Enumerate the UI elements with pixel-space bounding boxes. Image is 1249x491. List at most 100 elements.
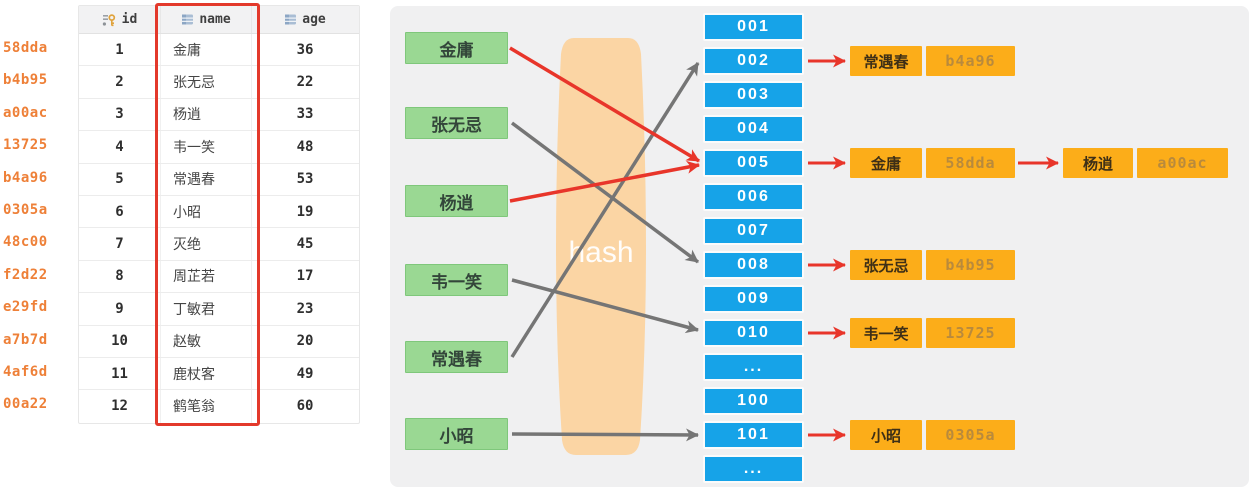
cell-age: 19 (296, 203, 314, 220)
cell-id: 12 (79, 390, 161, 423)
entry-hash: 58dda (926, 148, 1015, 178)
input-name-box: 小昭 (405, 418, 508, 450)
cell-id: 9 (79, 293, 161, 325)
cell-age: 36 (296, 41, 314, 58)
cell-id: 2 (79, 66, 161, 98)
table-header: id name (79, 6, 359, 34)
cell-id: 11 (79, 357, 161, 390)
column-header-label: age (302, 12, 326, 27)
table-row: 4 韦一笑 48 (79, 131, 359, 164)
cell-id: 3 (79, 98, 161, 131)
table-row: 1 金庸 36 (79, 34, 359, 67)
input-name-box: 韦一笑 (405, 264, 508, 296)
row-hash-value: e29fd (3, 299, 48, 315)
table-row: 11 鹿杖客 49 (79, 357, 359, 391)
hash-bucket: 006 (703, 183, 804, 211)
cell-name: 鹤笔翁 (161, 390, 252, 423)
row-hash-value: 4af6d (3, 364, 48, 380)
entry-hash: a00ac (1137, 148, 1228, 178)
entry-name: 常遇春 (850, 46, 922, 76)
row-hash-value: a7b7d (3, 332, 48, 348)
row-hash-value: 13725 (3, 137, 48, 153)
primary-key-icon (102, 13, 117, 27)
row-hash-value: 0305a (3, 202, 48, 218)
cell-name: 周芷若 (161, 260, 252, 293)
cell-id: 7 (79, 228, 161, 260)
entry-name: 韦一笑 (850, 318, 922, 348)
table-row: 8 周芷若 17 (79, 260, 359, 294)
cell-name: 杨逍 (161, 98, 252, 131)
input-name-box: 张无忌 (405, 107, 508, 139)
cell-name: 韦一笑 (161, 131, 252, 163)
hash-bucket: 010 (703, 319, 804, 347)
table-row: 2 张无忌 22 (79, 66, 359, 99)
entry-name: 小昭 (850, 420, 922, 450)
table-row: 12 鹤笔翁 60 (79, 390, 359, 423)
cell-name: 丁敏君 (161, 293, 252, 325)
cell-id: 10 (79, 325, 161, 357)
column-header-id: id (79, 6, 161, 33)
cell-name: 常遇春 (161, 163, 252, 195)
column-header-label: name (199, 12, 231, 27)
entry-hash: b4a96 (926, 46, 1015, 76)
row-hash-value: b4a96 (3, 170, 48, 186)
hash-diagram-panel (390, 6, 1249, 487)
cell-age: 17 (296, 268, 314, 285)
cell-age: 20 (296, 333, 314, 350)
hash-bucket: 001 (703, 13, 804, 41)
cell-name: 鹿杖客 (161, 357, 252, 390)
hash-bucket: 008 (703, 251, 804, 279)
cell-id: 8 (79, 260, 161, 293)
cell-age: 33 (296, 106, 314, 123)
hash-bucket: 002 (703, 47, 804, 75)
hash-bucket: 101 (703, 421, 804, 449)
cell-id: 4 (79, 131, 161, 163)
hash-bucket: ... (703, 455, 804, 483)
hash-bucket: 009 (703, 285, 804, 313)
table-row: 10 赵敏 20 (79, 325, 359, 358)
table-row: 3 杨逍 33 (79, 98, 359, 132)
hash-bucket: 003 (703, 81, 804, 109)
entry-hash: b4b95 (926, 250, 1015, 280)
table-row: 9 丁敏君 23 (79, 293, 359, 326)
entry-name: 杨逍 (1063, 148, 1133, 178)
entry-hash: 13725 (926, 318, 1015, 348)
column-header-label: id (121, 12, 138, 27)
cell-name: 金庸 (161, 34, 252, 66)
input-name-box: 杨逍 (405, 185, 508, 217)
table-row: 5 常遇春 53 (79, 163, 359, 196)
cell-age: 48 (296, 138, 314, 155)
cell-age: 22 (296, 74, 314, 91)
cell-name: 张无忌 (161, 66, 252, 98)
input-name-box: 常遇春 (405, 341, 508, 373)
db-table: id name (78, 5, 360, 424)
cell-name: 小昭 (161, 195, 252, 228)
cell-id: 1 (79, 34, 161, 66)
row-hash-value: 48c00 (3, 234, 48, 250)
row-hash-value: f2d22 (3, 267, 48, 283)
entry-name: 张无忌 (850, 250, 922, 280)
column-icon (181, 13, 194, 26)
row-hash-value: 58dda (3, 40, 48, 56)
cell-name: 灭绝 (161, 228, 252, 260)
hash-bucket: 004 (703, 115, 804, 143)
cell-age: 49 (296, 365, 314, 382)
hash-bucket: ... (703, 353, 804, 381)
cell-name: 赵敏 (161, 325, 252, 357)
cell-id: 6 (79, 195, 161, 228)
column-header-age: age (252, 6, 358, 33)
column-header-name: name (161, 6, 252, 33)
cell-id: 5 (79, 163, 161, 195)
cell-age: 60 (296, 398, 314, 415)
cell-age: 53 (296, 171, 314, 188)
row-hash-value: b4b95 (3, 72, 48, 88)
hash-bucket: 100 (703, 387, 804, 415)
entry-name: 金庸 (850, 148, 922, 178)
row-hash-value: a00ac (3, 105, 48, 121)
table-row: 7 灭绝 45 (79, 228, 359, 261)
input-name-box: 金庸 (405, 32, 508, 64)
row-hash-value: 00a22 (3, 396, 48, 412)
cell-age: 23 (296, 300, 314, 317)
table-row: 6 小昭 19 (79, 195, 359, 229)
cell-age: 45 (296, 236, 314, 253)
